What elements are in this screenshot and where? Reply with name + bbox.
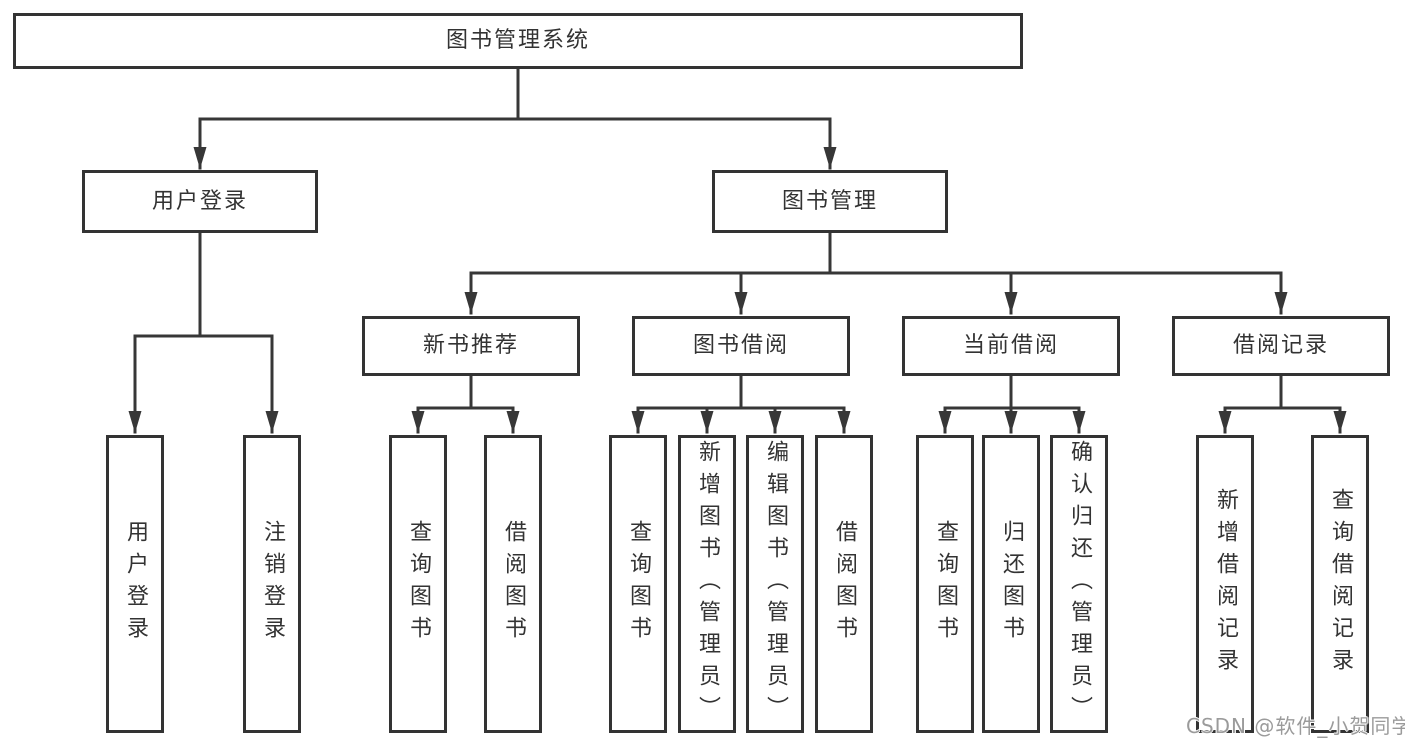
leaf-add-book-admin: 新增图书（管理员） [678,435,736,733]
node-user-login: 用户登录 [82,170,318,233]
leaf-query-books-3: 查询图书 [916,435,974,733]
node-label: 查询借阅记录 [1328,488,1353,680]
node-borrow-records: 借阅记录 [1172,316,1390,376]
node-label: 用户登录 [123,520,148,648]
leaf-edit-book-admin: 编辑图书（管理员） [746,435,804,733]
node-label: 归还图书 [999,520,1024,648]
node-label: 借阅图书 [501,520,526,648]
node-label: 查询图书 [406,520,431,648]
node-label: 新增图书（管理员） [695,440,720,728]
node-label: 查询图书 [626,520,651,648]
node-label: 新增借阅记录 [1213,488,1238,680]
node-root-library-system: 图书管理系统 [13,13,1023,69]
leaf-return-books: 归还图书 [982,435,1040,733]
node-label: 图书管理 [781,188,878,214]
leaf-logout: 注销登录 [243,435,301,733]
node-label: 查询图书 [933,520,958,648]
leaf-query-books-2: 查询图书 [609,435,667,733]
leaf-query-borrow-record: 查询借阅记录 [1311,435,1369,733]
node-new-book-recommend: 新书推荐 [362,316,580,376]
csdn-watermark: CSDN @软件_小贺同学 [1186,714,1405,738]
leaf-user-login: 用户登录 [106,435,164,733]
leaf-confirm-return-admin: 确认归还（管理员） [1050,435,1108,733]
node-label: 编辑图书（管理员） [763,440,788,728]
leaf-add-borrow-record: 新增借阅记录 [1196,435,1254,733]
node-label: 确认归还（管理员） [1067,440,1092,728]
node-label: 用户登录 [151,188,248,214]
leaf-borrow-books-2: 借阅图书 [815,435,873,733]
node-label: 借阅记录 [1232,333,1329,358]
node-label: 新书推荐 [422,333,519,358]
node-current-borrow: 当前借阅 [902,316,1120,376]
leaf-borrow-books-1: 借阅图书 [484,435,542,733]
node-book-borrow: 图书借阅 [632,316,850,376]
node-label: 借阅图书 [832,520,857,648]
node-label: 当前借阅 [962,333,1059,358]
node-label: 注销登录 [260,520,285,648]
node-book-management: 图书管理 [712,170,948,233]
node-label: 图书借阅 [692,333,789,358]
node-label: 图书管理系统 [445,28,590,53]
leaf-query-books-1: 查询图书 [389,435,447,733]
